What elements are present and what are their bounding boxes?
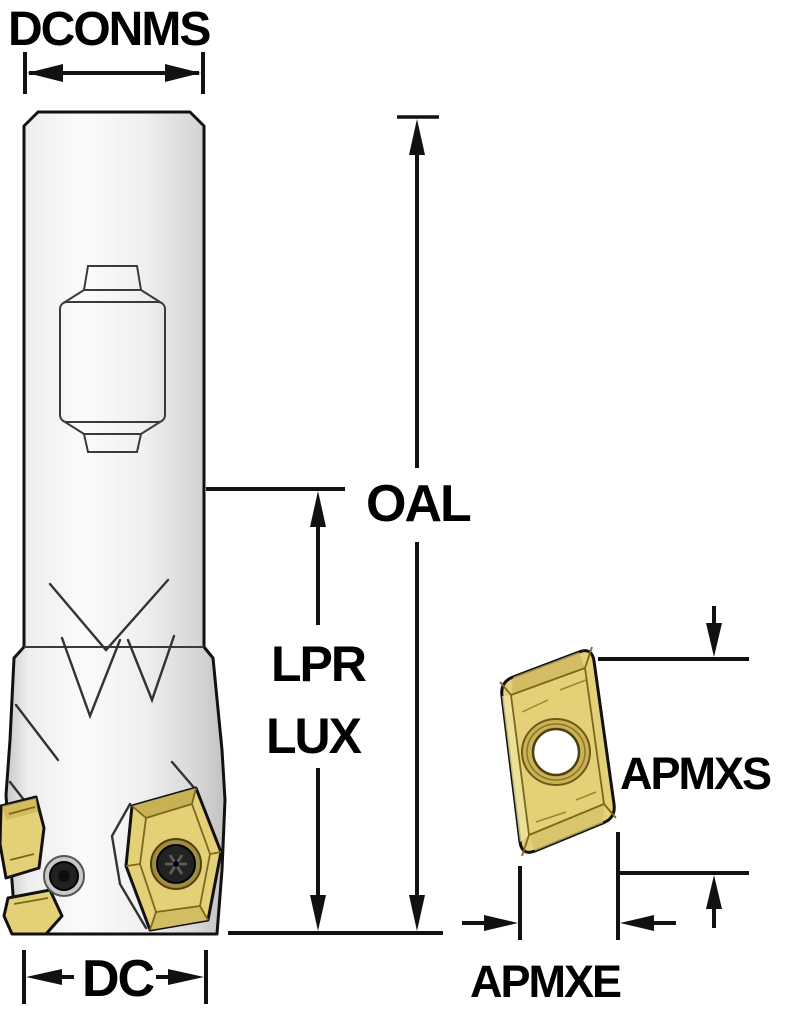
dimension-dc: DC (22, 950, 208, 1008)
apmxe-arrowhead-left (484, 915, 518, 931)
oal-arrowhead-bottom (409, 895, 425, 931)
tool-body (0, 110, 227, 936)
insert-corner-facets (499, 646, 617, 857)
boss-bottom-stub (82, 433, 143, 453)
apmxs-arrowhead-bottom (706, 875, 722, 909)
insert-chipbreaker-lines (521, 679, 597, 823)
dc-arrowhead-left (26, 969, 62, 985)
front-insert-shade-top (132, 788, 196, 818)
dimension-apmxs: APMXS (598, 606, 773, 928)
dimension-lpr-lux: LPR LUX (206, 487, 369, 931)
dimension-oal: OAL (228, 115, 473, 935)
bottom-left-insert (2, 888, 64, 936)
lux-label: LUX (266, 708, 362, 764)
oal-label: OAL (366, 475, 471, 533)
front-insert-shade-bottom (150, 906, 208, 930)
body-screw-socket (58, 870, 70, 882)
bottom-left-insert-facet (13, 897, 49, 905)
dconms-arrowhead-right (165, 64, 201, 82)
pocket-edge-left (110, 802, 148, 930)
flute-chevron (48, 578, 170, 652)
insert-hole-bore (531, 727, 581, 777)
bottom-left-insert-face (2, 888, 64, 936)
dimension-apmxe: APMXE (462, 832, 676, 1007)
torx-screw-center (173, 861, 179, 867)
insert-shade-top (511, 652, 585, 695)
apmxs-label: APMXS (620, 748, 771, 799)
lpr-arrowhead-top (310, 491, 326, 527)
dimension-dconms: DCONMS (8, 3, 212, 94)
body-screw (43, 855, 85, 897)
insert-highlight-left (502, 695, 529, 842)
helix-line-1 (14, 703, 60, 762)
dc-arrowhead-right (168, 969, 204, 985)
apmxe-label: APMXE (470, 956, 621, 1007)
dconms-label: DCONMS (8, 3, 210, 56)
front-insert (124, 786, 223, 932)
lpr-arrowhead-bottom (310, 895, 326, 931)
front-insert-corner-facets (125, 787, 222, 931)
dconms-arrowhead-left (27, 64, 63, 82)
insert-shade-bottom (529, 804, 604, 851)
insert-detail (499, 646, 617, 857)
clamping-boss (59, 265, 166, 453)
flute-notch-left (60, 636, 122, 720)
flute-notch-right (126, 634, 176, 704)
dc-label: DC (82, 950, 155, 1008)
pocket-edge-top (170, 760, 198, 792)
apmxs-arrowhead-top (706, 623, 722, 657)
insert-center-hole (521, 718, 591, 786)
insert-hole-ring (526, 723, 586, 781)
oal-arrowhead-top (409, 119, 425, 155)
left-insert (0, 795, 46, 880)
torx-screw (150, 838, 202, 890)
left-insert-facet (8, 806, 36, 861)
left-insert-shade (2, 798, 38, 820)
lpr-label: LPR (271, 636, 367, 692)
apmxe-arrowhead-right (620, 915, 654, 931)
